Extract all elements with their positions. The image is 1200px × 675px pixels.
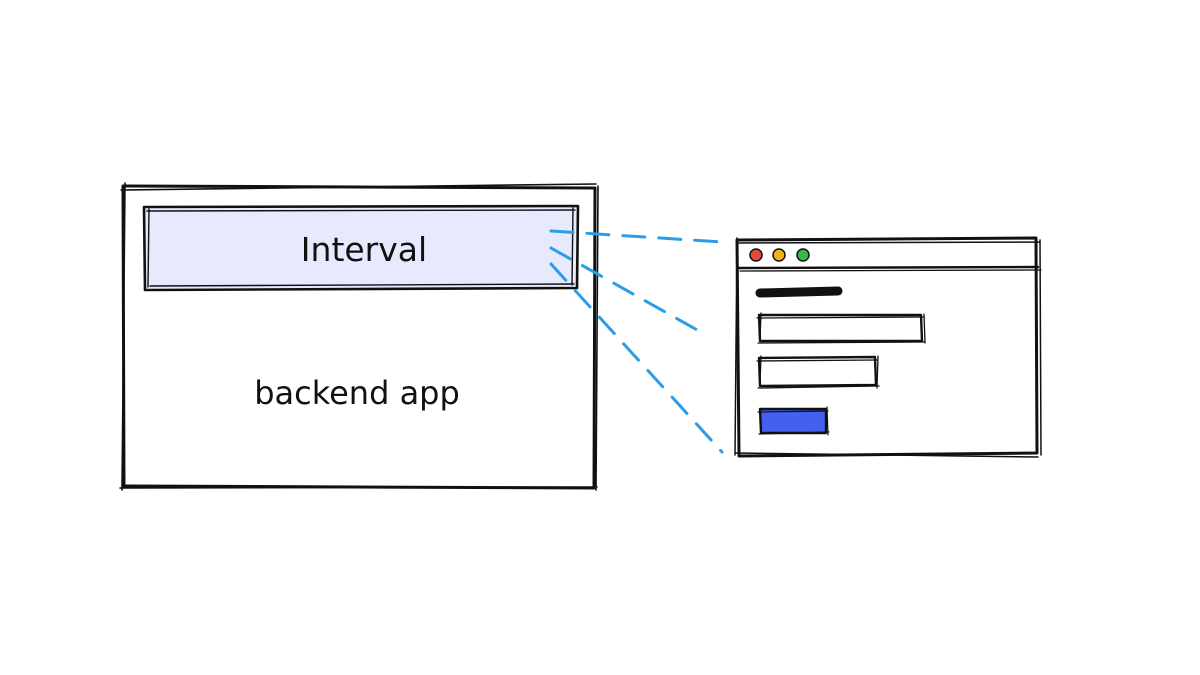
- minimize-dot-icon: [772, 248, 786, 262]
- input-field-frame: [757, 313, 924, 343]
- close-dot-icon: [749, 248, 763, 262]
- interval-header-fill: [145, 208, 577, 288]
- backend-app-label: backend app: [254, 374, 460, 412]
- title-bar-divider-sketch: [739, 269, 1042, 272]
- traffic-lights: [749, 248, 810, 262]
- submit-button-frame: [758, 407, 828, 435]
- input-field-placeholder: [756, 355, 880, 389]
- browser-window-frame-sketch: [734, 237, 1042, 458]
- connectors: [549, 229, 724, 454]
- backend-app-box: Interval backend app: [119, 182, 599, 491]
- interval-header-frame-sketch: [146, 207, 576, 288]
- input-field-frame-sketch: [756, 355, 880, 389]
- connector-line: [549, 246, 710, 338]
- submit-button-placeholder: [757, 406, 830, 436]
- input-field-frame-sketch: [756, 312, 926, 344]
- submit-button-frame-sketch: [757, 406, 830, 436]
- submit-button-fill: [761, 410, 825, 432]
- backend-app-frame-sketch: [119, 182, 599, 491]
- connector-line: [549, 229, 724, 244]
- title-bar-divider: [736, 265, 1040, 270]
- interval-label: Interval: [301, 230, 427, 269]
- interval-header-frame: [142, 204, 580, 292]
- input-field-placeholder: [756, 312, 926, 344]
- browser-window-frame: [735, 236, 1039, 458]
- browser-window: [734, 236, 1042, 458]
- interval-header: Interval: [142, 204, 580, 292]
- connector-line: [549, 262, 724, 454]
- heading-placeholder: [755, 286, 843, 298]
- maximize-dot-icon: [796, 248, 810, 262]
